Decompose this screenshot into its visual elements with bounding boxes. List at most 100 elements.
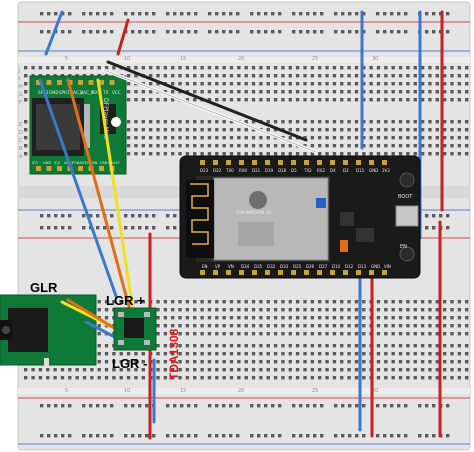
breadboard-hole — [163, 344, 168, 348]
breadboard-hole — [354, 332, 359, 336]
breadboard-hole — [457, 352, 462, 356]
breadboard-hole — [264, 434, 268, 438]
breadboard-hole — [332, 120, 337, 124]
breadboard-hole — [148, 74, 153, 78]
breadboard-hole — [446, 214, 450, 218]
amp-chip-label: TDA1308 — [167, 328, 181, 380]
breadboard-hole — [347, 316, 351, 320]
breadboard-hole — [420, 152, 425, 156]
breadboard-hole — [97, 376, 101, 380]
micro-usb-port[interactable] — [395, 205, 419, 227]
breadboard-hole — [185, 128, 190, 132]
breadboard-hole — [222, 144, 226, 148]
breadboard-hole — [229, 332, 234, 336]
breadboard-hole — [354, 308, 359, 312]
breadboard-hole — [222, 324, 226, 328]
breadboard-hole — [442, 324, 447, 328]
breadboard-hole — [200, 360, 204, 364]
breadboard-hole — [156, 98, 160, 102]
breadboard-hole — [138, 434, 142, 438]
breadboard-hole — [126, 66, 131, 70]
breadboard-hole — [171, 308, 175, 312]
breadboard-hole — [163, 324, 168, 328]
breadboard-hole — [104, 352, 109, 356]
breadboard-hole — [318, 136, 322, 140]
row-letter: H — [19, 84, 23, 90]
breadboard-hole — [104, 308, 109, 312]
breadboard-hole — [325, 82, 329, 86]
breadboard-hole — [266, 144, 270, 148]
wire-yellow-dac[interactable] — [96, 78, 138, 332]
breadboard-hole — [194, 30, 198, 34]
breadboard-hole — [391, 144, 395, 148]
breadboard-hole — [222, 300, 226, 304]
breadboard-hole — [281, 360, 285, 364]
breadboard-hole — [60, 368, 65, 372]
breadboard-hole — [362, 324, 366, 328]
breadboard-hole — [156, 352, 160, 356]
wire-blue-dac-gnd[interactable] — [38, 78, 118, 298]
breadboard-hole — [124, 226, 128, 230]
breadboard-hole — [398, 66, 403, 70]
breadboard-hole — [251, 332, 256, 336]
breadboard-hole — [178, 66, 182, 70]
breadboard-hole — [259, 144, 263, 148]
breadboard-hole — [171, 128, 175, 132]
breadboard-hole — [288, 136, 292, 140]
wire-blue-short-top[interactable] — [44, 10, 64, 56]
header-pin — [330, 160, 335, 165]
header-pin — [369, 160, 374, 165]
breadboard-hole — [131, 404, 135, 408]
breadboard-hole — [138, 30, 142, 34]
wire-black-gnd[interactable] — [106, 60, 308, 142]
breadboard-hole — [273, 332, 278, 336]
breadboard-hole — [112, 66, 116, 70]
boot-button[interactable] — [399, 172, 415, 188]
breadboard-hole — [251, 352, 256, 356]
breadboard-hole — [450, 308, 454, 312]
breadboard-hole — [295, 98, 300, 102]
breadboard-hole — [200, 308, 204, 312]
breadboard-hole — [141, 98, 145, 102]
header-pin — [356, 160, 361, 165]
breadboard-hole — [457, 120, 462, 124]
breadboard-hole — [295, 120, 300, 124]
breadboard-hole — [207, 344, 212, 348]
column-number: 5 — [65, 388, 68, 394]
breadboard-hole — [266, 120, 270, 124]
breadboard-hole — [442, 300, 447, 304]
breadboard-hole — [156, 120, 160, 124]
wire-orange-dac[interactable] — [66, 78, 134, 320]
breadboard-hole — [222, 120, 226, 124]
breadboard-hole — [215, 12, 219, 16]
en-button[interactable] — [399, 246, 415, 262]
breadboard-hole — [332, 376, 337, 380]
header-pin — [317, 270, 322, 275]
breadboard-hole — [97, 66, 101, 70]
wire-red-short-top[interactable] — [116, 18, 130, 56]
breadboard-hole — [97, 344, 101, 348]
breadboard-hole — [347, 344, 351, 348]
breadboard-hole — [332, 332, 337, 336]
column-number: 25 — [312, 388, 318, 394]
breadboard-hole — [332, 82, 337, 86]
breadboard-hole — [273, 352, 278, 356]
breadboard-hole — [24, 120, 28, 124]
breadboard-hole — [178, 152, 182, 156]
header-pin — [200, 160, 205, 165]
breadboard-hole — [215, 300, 219, 304]
breadboard-hole — [340, 344, 344, 348]
breadboard-hole — [420, 82, 425, 86]
breadboard-hole — [435, 90, 439, 94]
breadboard-hole — [420, 368, 425, 372]
dfplayer-pin-label: GND — [49, 90, 59, 95]
breadboard-hole — [306, 404, 310, 408]
breadboard-hole — [413, 352, 417, 356]
breadboard-hole — [432, 434, 436, 438]
breadboard-hole — [187, 30, 191, 34]
esp32-pin-label: D12 — [345, 264, 354, 269]
breadboard-hole — [185, 368, 190, 372]
breadboard-hole — [413, 324, 417, 328]
breadboard-hole — [362, 136, 366, 140]
audio-jack-socket[interactable] — [2, 326, 10, 334]
